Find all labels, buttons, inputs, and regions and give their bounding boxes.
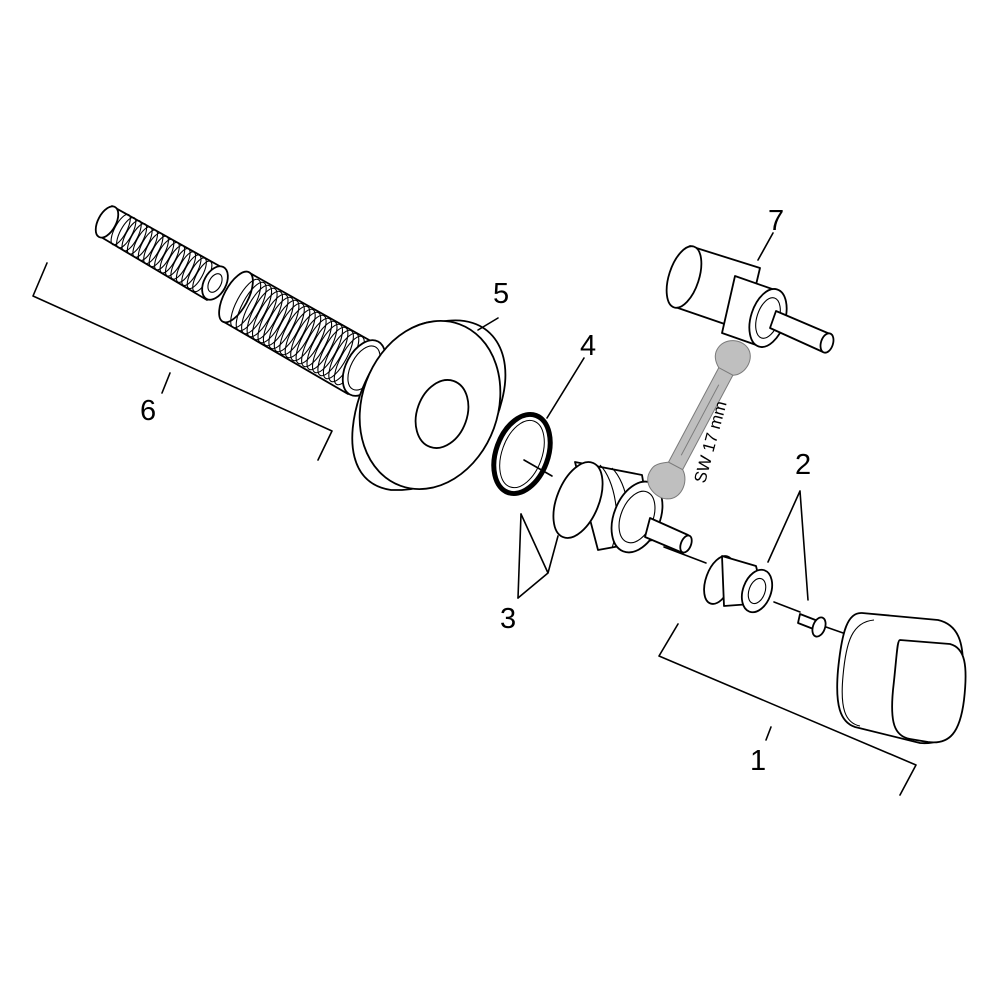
open-end-wrench-icon xyxy=(647,340,751,500)
callout-4: 4 xyxy=(580,330,596,362)
thread-ring xyxy=(306,320,338,371)
rosette-part-5: 5 xyxy=(351,278,509,491)
adapter-part-2 xyxy=(703,555,774,614)
thread-ring xyxy=(126,223,148,255)
thread-ring xyxy=(268,299,300,350)
callout-6: 6 xyxy=(140,395,156,427)
thread-ring xyxy=(164,244,186,277)
thread-ring xyxy=(121,219,142,252)
extension-set-part-6: 6 xyxy=(32,205,387,461)
thread-ring xyxy=(251,290,284,341)
thread-ring xyxy=(322,329,354,380)
thread-ring xyxy=(290,311,322,362)
bracket-part-6 xyxy=(32,262,333,461)
cartridge-part-7: 7 xyxy=(665,205,835,354)
thread-ring xyxy=(262,296,294,347)
o-ring-part-4: 4 xyxy=(491,330,596,497)
small-threaded-tube xyxy=(94,205,229,301)
thread-ring xyxy=(317,326,349,377)
callout-1: 1 xyxy=(750,745,766,777)
thread-ring xyxy=(230,278,262,329)
thread-ring xyxy=(241,284,273,335)
callout-2: 2 xyxy=(795,449,811,481)
valve-body-part-3: 3 xyxy=(500,461,693,635)
thread-ring xyxy=(279,305,311,356)
thread-ring xyxy=(257,293,289,344)
thread-ring xyxy=(186,257,207,290)
callout-5: 5 xyxy=(493,278,509,310)
callout-3: 3 xyxy=(500,603,516,635)
thread-ring xyxy=(273,302,305,353)
thread-ring xyxy=(311,323,344,374)
screw-part-2 xyxy=(797,613,827,638)
thread-ring xyxy=(148,235,169,268)
thread-ring xyxy=(284,308,316,359)
handle-part-1: 1 xyxy=(658,612,967,796)
callout-7: 7 xyxy=(768,205,784,237)
thread-ring xyxy=(295,314,327,365)
thread-ring xyxy=(301,317,333,368)
thread-ring xyxy=(170,248,191,280)
thread-ring xyxy=(246,287,278,338)
thread-ring xyxy=(235,281,267,332)
thread-ring xyxy=(143,232,164,265)
